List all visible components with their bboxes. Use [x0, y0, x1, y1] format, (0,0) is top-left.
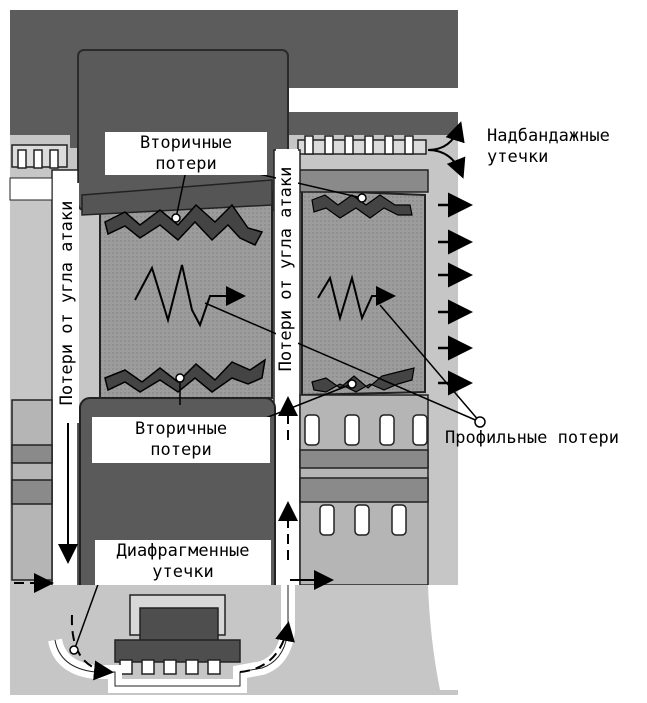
rotor-shroud — [297, 169, 429, 193]
label-profile-losses: Профильные потери — [445, 428, 619, 448]
label-diaphragm-leakage: Диафрагменные утечки — [95, 540, 271, 585]
exit-flow-arrows — [438, 192, 473, 396]
secondary-vortex-top — [104, 203, 264, 246]
upstream-seal — [11, 144, 68, 169]
label-incidence-losses-left: Потери от угла атаки — [57, 183, 79, 423]
nozzle-top-band — [81, 179, 273, 216]
label-incidence-losses-right: Потери от угла атаки — [276, 149, 298, 389]
profile-zigzag-nozzle — [134, 264, 246, 328]
label-secondary-losses-top: Вторичные потери — [105, 132, 267, 175]
label-secondary-losses-bottom: Вторичные потери — [92, 417, 270, 463]
secondary-vortex-bottom — [104, 358, 267, 393]
profile-zigzag-rotor — [317, 274, 396, 322]
tip-seal-teeth — [297, 135, 427, 155]
rotor-passage — [301, 188, 426, 397]
diaphragm-labyrinth — [114, 594, 241, 675]
rotor-root-teeth — [304, 414, 428, 446]
label-tip-leakage: Надбандажные утечки — [487, 126, 610, 167]
